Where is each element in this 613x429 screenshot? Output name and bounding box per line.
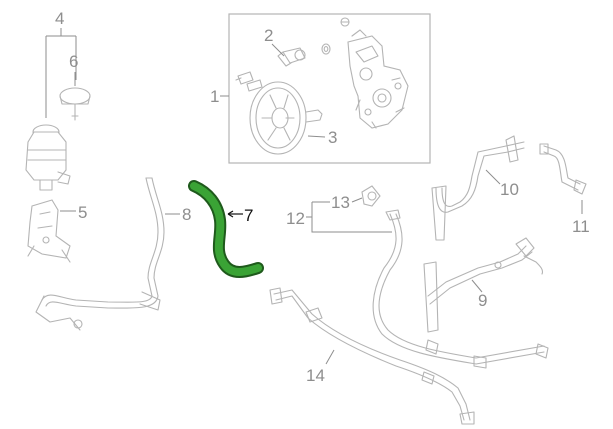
pressure-hose[interactable] [372, 209, 549, 369]
hose-8[interactable] [35, 177, 165, 331]
callout-13[interactable]: 13 [331, 193, 363, 212]
bolt-upper[interactable] [246, 79, 263, 92]
line-9[interactable] [423, 237, 544, 333]
reservoir-group [25, 28, 91, 263]
callout-11[interactable]: 11 [572, 200, 590, 236]
reservoir-bracket[interactable] [27, 199, 71, 263]
svg-text:6: 6 [69, 52, 78, 71]
svg-text:12: 12 [286, 209, 305, 228]
svg-text:13: 13 [331, 193, 350, 212]
callout-4[interactable]: 4 [55, 9, 64, 28]
svg-text:1: 1 [210, 87, 219, 106]
line-10[interactable] [431, 135, 525, 241]
pressure-switch[interactable] [277, 47, 306, 67]
washer[interactable] [321, 43, 331, 55]
callout-3[interactable]: 3 [307, 128, 337, 147]
svg-text:11: 11 [572, 217, 590, 236]
svg-text:5: 5 [78, 203, 87, 222]
svg-text:9: 9 [478, 291, 487, 310]
callout-7[interactable]: 7 [227, 206, 253, 225]
return-line-14[interactable] [269, 287, 475, 425]
pulley[interactable] [249, 81, 323, 155]
svg-text:2: 2 [264, 26, 273, 45]
callout-5[interactable]: 5 [60, 203, 87, 222]
pressure-line-group [306, 185, 549, 369]
callout-2[interactable]: 2 [264, 26, 285, 57]
callout-14[interactable]: 14 [306, 349, 335, 385]
svg-text:4: 4 [55, 9, 64, 28]
svg-text:7: 7 [244, 206, 253, 225]
pressure-fitting[interactable] [361, 185, 381, 207]
svg-text:8: 8 [182, 205, 191, 224]
callout-6[interactable]: 6 [69, 52, 78, 86]
pump-assembly-group [228, 13, 431, 164]
hose-7-highlighted[interactable] [188, 180, 264, 278]
svg-text:3: 3 [328, 128, 337, 147]
callout-12[interactable]: 12 [286, 209, 305, 228]
hose-11[interactable] [539, 143, 587, 195]
callout-10[interactable]: 10 [485, 169, 519, 199]
pump-assembly-box [228, 13, 431, 164]
pump-body[interactable] [347, 29, 409, 129]
reservoir-tank[interactable] [25, 124, 71, 191]
reservoir-cap[interactable] [59, 87, 91, 121]
svg-text:14: 14 [306, 366, 325, 385]
svg-text:10: 10 [500, 180, 519, 199]
callout-1[interactable]: 1 [210, 87, 229, 106]
callout-9[interactable]: 9 [471, 279, 487, 310]
bolt-small[interactable] [340, 17, 350, 27]
callout-8[interactable]: 8 [165, 205, 191, 224]
bolt-left[interactable] [235, 71, 254, 85]
